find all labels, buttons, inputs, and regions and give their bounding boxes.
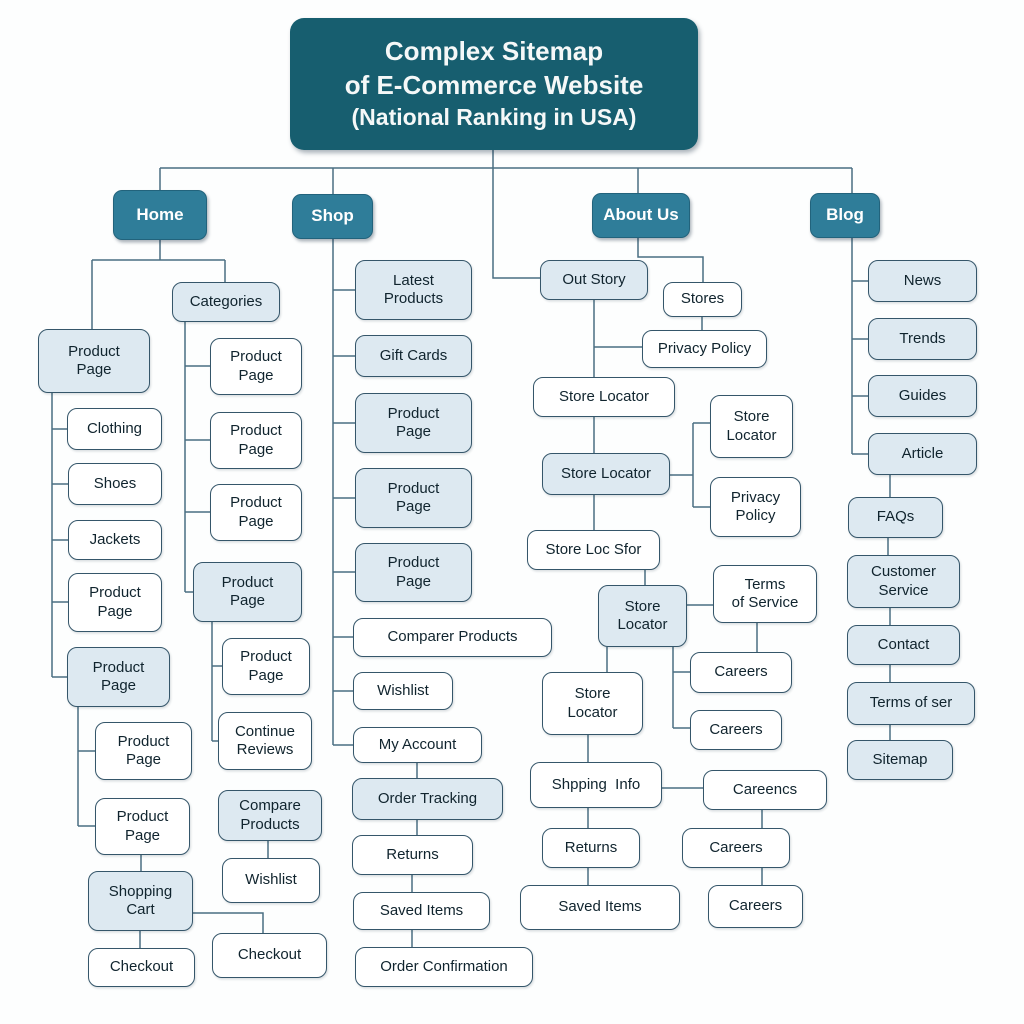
node-comparer-products: Comparer Products <box>353 618 552 657</box>
node-saved-items: Saved Items <box>520 885 680 930</box>
node-careers: Careers <box>690 652 792 693</box>
node-shpping-info: Shpping Info <box>530 762 662 808</box>
node-trends: Trends <box>868 318 977 360</box>
node-careers: Careers <box>690 710 782 750</box>
node-store-locator: Store Locator <box>542 453 670 495</box>
node-clothing: Clothing <box>67 408 162 450</box>
title-line-3: (National Ranking in USA) <box>351 104 637 131</box>
node-order-tracking: Order Tracking <box>352 778 503 820</box>
node-store-locator: Store Locator <box>533 377 675 417</box>
node-gift-cards: Gift Cards <box>355 335 472 377</box>
node-product-page: Product Page <box>95 722 192 780</box>
node-product-page: Product Page <box>355 393 472 453</box>
node-returns: Returns <box>542 828 640 868</box>
node-shopping-cart: Shopping Cart <box>88 871 193 931</box>
node-customer-service: Customer Service <box>847 555 960 608</box>
node-checkout: Checkout <box>88 948 195 987</box>
node-privacy-policy: Privacy Policy <box>710 477 801 537</box>
node-latest-products: Latest Products <box>355 260 472 320</box>
connector-line <box>492 168 541 279</box>
node-compare-products: Compare Products <box>218 790 322 841</box>
node-product-page: Product Page <box>68 573 162 632</box>
node-shoes: Shoes <box>68 463 162 505</box>
node-guides: Guides <box>868 375 977 417</box>
node-contact: Contact <box>847 625 960 665</box>
node-stores: Stores <box>663 282 742 317</box>
node-categories: Categories <box>172 282 280 322</box>
title-line-1: Complex Sitemap <box>384 35 604 66</box>
node-product-page: Product Page <box>210 412 302 469</box>
node-terms-of-ser: Terms of ser <box>847 682 975 725</box>
node-privacy-policy: Privacy Policy <box>642 330 767 368</box>
title-line-2: of E-Commerce Website <box>344 69 644 100</box>
node-my-account: My Account <box>353 727 482 763</box>
nav-blog: Blog <box>810 193 880 238</box>
node-product-page: Product Page <box>355 543 472 602</box>
node-product-page: Product Page <box>210 484 302 541</box>
node-order-confirmation: Order Confirmation <box>355 947 533 987</box>
node-product-page: Product Page <box>67 647 170 707</box>
node-jackets: Jackets <box>68 520 162 560</box>
node-product-page: Product Page <box>193 562 302 622</box>
node-product-page: Product Page <box>222 638 310 695</box>
node-product-page: Product Page <box>355 468 472 528</box>
connector-line <box>637 238 704 282</box>
node-store-locator: Store Locator <box>710 395 793 458</box>
connector-line <box>193 912 264 933</box>
node-careers: Careers <box>708 885 803 928</box>
node-checkout: Checkout <box>212 933 327 978</box>
nav-home: Home <box>113 190 207 240</box>
node-wishlist: Wishlist <box>353 672 453 710</box>
nav-shop: Shop <box>292 194 373 239</box>
node-faqs: FAQs <box>848 497 943 538</box>
node-news: News <box>868 260 977 302</box>
node-product-page: Product Page <box>95 798 190 855</box>
node-careencs: Careencs <box>703 770 827 810</box>
node-wishlist: Wishlist <box>222 858 320 903</box>
node-returns: Returns <box>352 835 473 875</box>
node-terms-of-service: Terms of Service <box>713 565 817 623</box>
node-product-page: Product Page <box>38 329 150 393</box>
node-out-story: Out Story <box>540 260 648 300</box>
node-store-locator: Store Locator <box>542 672 643 735</box>
node-article: Article <box>868 433 977 475</box>
node-careers: Careers <box>682 828 790 868</box>
node-continue-reviews: Continue Reviews <box>218 712 312 770</box>
node-product-page: Product Page <box>210 338 302 395</box>
diagram-title: Complex Sitemap of E-Commerce Website (N… <box>290 18 698 150</box>
node-saved-items: Saved Items <box>353 892 490 930</box>
node-sitemap: Sitemap <box>847 740 953 780</box>
nav-about-us: About Us <box>592 193 690 238</box>
node-store-loc-sfor: Store Loc Sfor <box>527 530 660 570</box>
node-store-locator: Store Locator <box>598 585 687 647</box>
